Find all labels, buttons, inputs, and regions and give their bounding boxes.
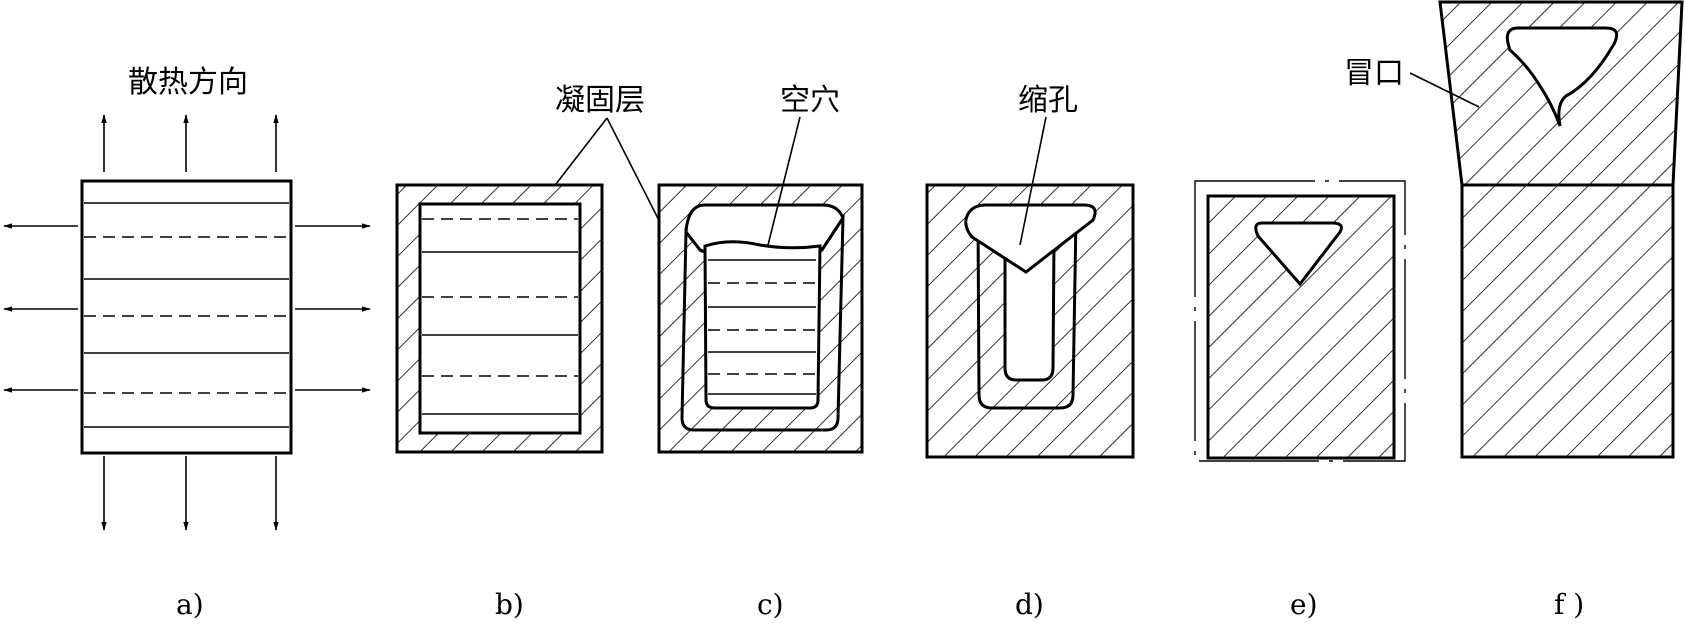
caption-f: f ) — [1554, 588, 1584, 621]
last-liquid-d — [1003, 238, 1056, 382]
shrinkage-cavity-f — [1505, 26, 1619, 127]
solidified-layer-label: 凝固层 — [555, 83, 645, 118]
liquid-lines-c — [708, 259, 816, 395]
shrinkage-cavity-e — [1254, 221, 1343, 287]
liquid-lines-b — [422, 218, 578, 415]
riser-label: 冒口 — [1344, 56, 1404, 91]
shrinkage-hole-leader — [1019, 116, 1047, 246]
caption-b: b) — [495, 588, 524, 621]
original-outline-e — [1194, 180, 1406, 462]
riser-leader — [1409, 72, 1480, 108]
liquid-core-c — [703, 240, 822, 410]
heat-arrows — [3, 114, 371, 531]
caption-a: a) — [176, 588, 204, 621]
casting-f — [1460, 183, 1675, 459]
solidified-layer-leader-b — [548, 117, 608, 194]
shrinkage-hole-label: 缩孔 — [1018, 83, 1078, 118]
cavity-label: 空穴 — [780, 83, 840, 118]
panel-c: 空穴 c) — [657, 83, 864, 621]
panel-a: 散热方向 a) — [3, 65, 371, 621]
panel-b: 凝固层 b) — [395, 83, 673, 621]
panel-d: 缩孔 d) — [925, 83, 1135, 621]
liquid-block — [80, 179, 293, 455]
caption-d: d) — [1015, 588, 1044, 621]
liquid-core-b — [418, 202, 582, 435]
cavity-leader — [767, 116, 801, 246]
heat-direction-label: 散热方向 — [128, 65, 248, 100]
caption-c: c) — [757, 588, 784, 621]
panel-e: e) — [1194, 180, 1406, 621]
caption-e: e) — [1290, 588, 1318, 621]
panel-f: 冒口 f ) — [1344, 0, 1684, 621]
shrinkage-cavity-d — [964, 203, 1097, 274]
liquid-lines — [84, 202, 289, 428]
